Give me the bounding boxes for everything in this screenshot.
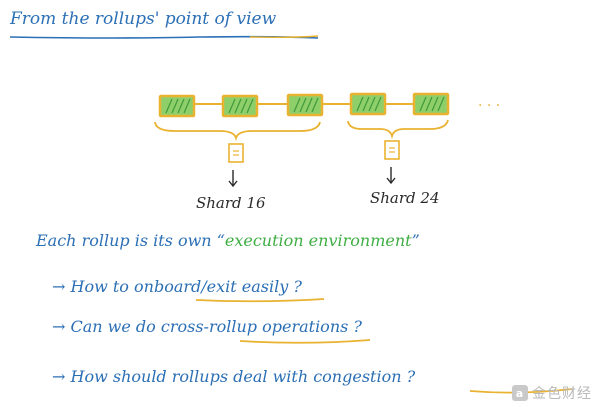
rollup-node [158,94,196,118]
bullet-text: operations ? [257,317,362,336]
bullet-cross-rollup: → Can we do cross-rollup operations ? [52,317,362,336]
rollup-node [412,92,450,116]
bullet-text: ? [402,367,416,386]
bullet-onboard-exit: → How to onboard/exit easily ? [52,277,302,296]
watermark: a 金色财经 [512,383,592,403]
bullet-text: → How should rollups deal with [52,367,313,386]
underlined-term: cross-rollup [161,317,257,336]
brace-right [347,119,449,140]
bullet-text: → How to [52,277,134,296]
shard-label: Shard 24 [370,189,440,207]
underlined-term: onboard/exit [134,277,237,296]
document-icon [384,140,400,160]
underlined-term: congestion [313,367,401,386]
shard-label: Shard 16 [196,194,266,212]
rollup-node [221,94,259,118]
continuation-dots: · · · [478,98,500,114]
bullet-text: → Can we do [52,317,161,336]
watermark-text: 金色财经 [532,386,592,402]
document-icon [228,143,244,163]
rollup-node [349,92,387,116]
intro-closing-quote: ” [412,231,420,250]
bullet-congestion: → How should rollups deal with congestio… [52,367,416,386]
underline-cross-rollup [239,339,371,344]
arrow-down-icon [228,170,238,188]
page-title: From the rollups' point of view [9,9,277,29]
bullet-text: easily ? [237,277,303,296]
brace-left [154,121,321,142]
title-underline-accent [249,35,319,39]
arrow-down-icon [386,167,396,185]
watermark-logo-icon: a [512,385,528,401]
intro-text: Each rollup is its own “ [35,231,225,250]
underline-onboard-exit [195,298,325,303]
execution-environment-highlight: execution environment [225,231,412,250]
intro-line: Each rollup is its own “execution enviro… [35,231,420,250]
rollup-node [286,93,324,117]
